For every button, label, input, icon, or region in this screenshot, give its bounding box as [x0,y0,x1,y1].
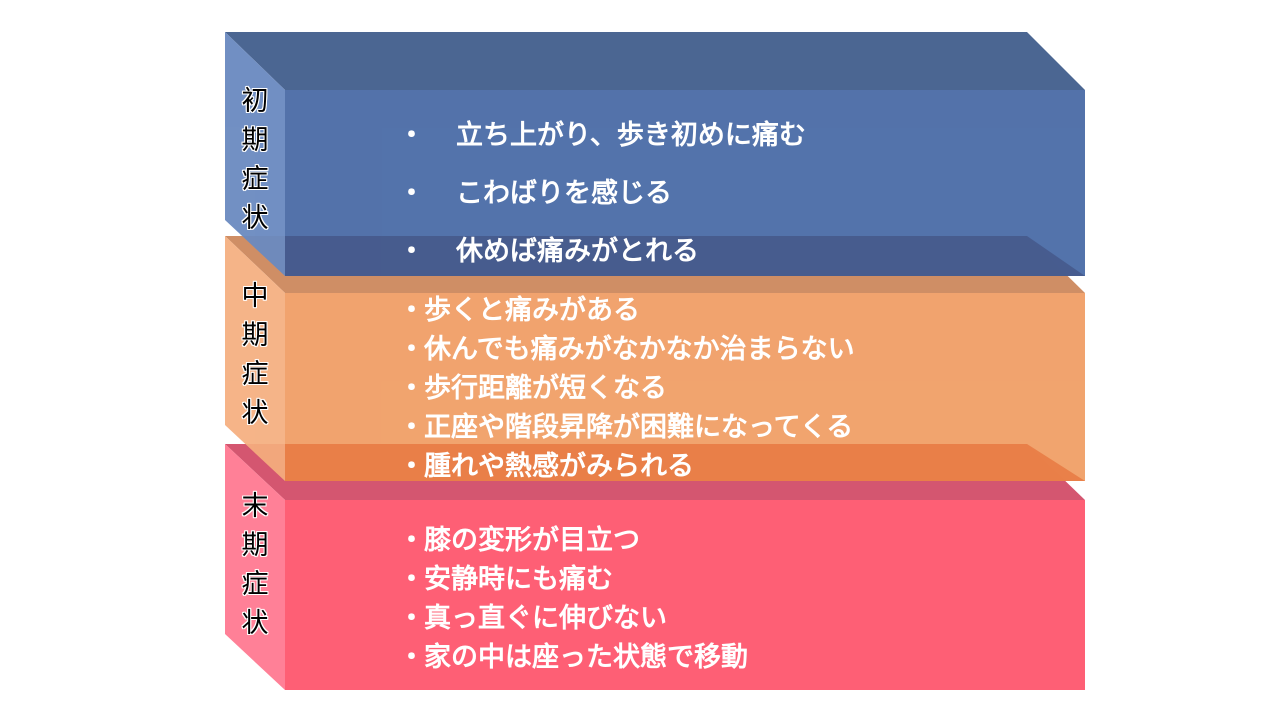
label-char: 状 [241,203,269,234]
middle-stage-label: 中 期 症 状 [235,277,275,433]
bullet-icon: ・ [398,642,425,673]
bullet-icon: ・ [398,334,425,365]
middle-stage-symptom-list: ・歩くと痛みがある ・休んでも痛みがなかなか治まらない ・歩行距離が短くなる ・… [398,288,855,483]
middle-stage-side-face [225,236,285,481]
early-orange-overlap-shade [285,236,1085,276]
bullet-icon: ・ [398,177,425,209]
label-char: 症 [241,164,269,195]
symptom-text: 休んでも痛みがなかなか治まらない [424,334,855,365]
label-char: 期 [241,125,269,156]
early-stage-symptom-list: ・立ち上がり、歩き初めに痛む ・こわばりを感じる ・休めば痛みがとれる [398,103,806,277]
bullet-icon: ・ [398,603,425,634]
list-item: ・家の中は座った状態で移動 [398,635,748,674]
bullet-icon: ・ [398,235,425,267]
list-item: ・立ち上がり、歩き初めに痛む [398,103,806,161]
bullet-icon: ・ [398,525,425,556]
symptom-text: 歩行距離が短くなる [424,373,667,404]
symptom-text: 腫れや熱感がみられる [424,451,694,482]
bullet-icon: ・ [398,451,425,482]
list-item: ・正座や階段昇降が困難になってくる [398,405,855,444]
symptom-text: 家の中は座った状態で移動 [424,642,748,673]
symptom-text: 休めば痛みがとれる [456,235,699,267]
symptom-text: 安静時にも痛む [424,564,613,595]
late-stage-label: 末 期 症 状 [235,487,275,643]
label-char: 症 [241,359,269,390]
list-item: ・真っ直ぐに伸びない [398,596,748,635]
early-stage-top-face [225,32,1085,90]
symptom-text: 正座や階段昇降が困難になってくる [424,412,854,443]
middle-red-overlap-shade [285,444,1085,481]
list-item: ・休んでも痛みがなかなか治まらない [398,327,855,366]
label-char: 期 [241,530,269,561]
list-item: ・膝の変形が目立つ [398,518,748,557]
label-char: 初 [241,86,269,117]
list-item: ・安静時にも痛む [398,557,748,596]
label-char: 状 [241,398,269,429]
list-item: ・こわばりを感じる [398,161,806,219]
bullet-icon: ・ [398,119,425,151]
list-item: ・休めば痛みがとれる [398,219,806,277]
list-item: ・腫れや熱感がみられる [398,444,855,483]
label-char: 中 [241,281,269,312]
bullet-icon: ・ [398,564,425,595]
label-char: 状 [241,608,269,639]
symptom-text: 真っ直ぐに伸びない [424,603,667,634]
late-stage-side-face [225,444,285,690]
label-char: 期 [241,320,269,351]
list-item: ・歩行距離が短くなる [398,366,855,405]
label-char: 末 [241,491,269,522]
early-stage-label: 初 期 症 状 [235,82,275,238]
bullet-icon: ・ [398,295,425,326]
bullet-icon: ・ [398,373,425,404]
early-stage-side-face [225,32,285,276]
late-stage-front-face [285,500,1085,690]
symptom-text: 立ち上がり、歩き初めに痛む [456,119,806,151]
symptom-text: こわばりを感じる [456,177,672,209]
symptom-text: 膝の変形が目立つ [424,525,640,556]
late-stage-symptom-list: ・膝の変形が目立つ ・安静時にも痛む ・真っ直ぐに伸びない ・家の中は座った状態… [398,518,748,674]
label-char: 症 [241,569,269,600]
bullet-icon: ・ [398,412,425,443]
symptom-text: 歩くと痛みがある [424,295,640,326]
list-item: ・歩くと痛みがある [398,288,855,327]
